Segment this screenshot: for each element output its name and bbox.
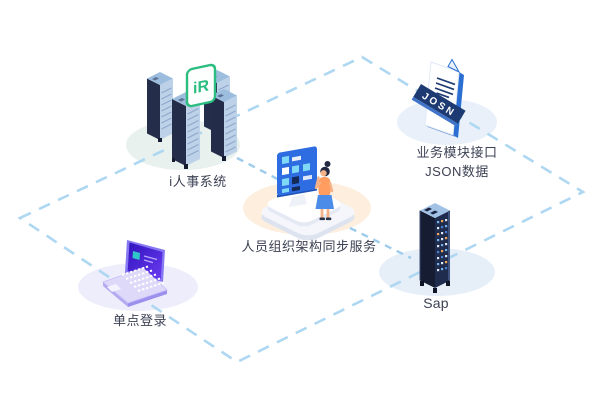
person-figure (314, 161, 334, 221)
page-fold (447, 58, 461, 74)
hr-badge-icon: iR (185, 63, 217, 108)
sync-dashboard-icon (261, 146, 355, 241)
keyboard-keys (121, 265, 165, 292)
json-interface-label-line1: 业务模块接口 (416, 145, 498, 160)
screen-stand (289, 194, 307, 207)
json-interface-label-line2: JSON数据 (425, 164, 489, 179)
server-rack (147, 72, 173, 142)
sso-label: 单点登录 (112, 313, 168, 328)
connection-diamond-line (17, 55, 586, 364)
login-tile (132, 251, 140, 260)
org-chart-screen (277, 146, 317, 198)
server-cluster-icon: iR (147, 63, 237, 169)
sync-service-label: 人员组织架构同步服务 (241, 239, 377, 254)
json-document-icon: JOSN (411, 58, 466, 138)
hr-system-label: i人事系统 (169, 174, 227, 189)
led-lights (437, 219, 448, 272)
sap-server-icon (419, 203, 450, 293)
hr-badge-text: iR (193, 76, 209, 97)
document-text-lines (434, 77, 456, 99)
sync-to-sap-connector-line (349, 226, 412, 260)
json-interface-label: 业务模块接口 JSON数据 (416, 143, 497, 181)
server-rack (211, 89, 237, 161)
hr-to-sync-connector-line (236, 156, 288, 186)
touchpad (107, 284, 121, 292)
laptop-icon (102, 240, 168, 307)
sap-label: Sap (423, 295, 449, 311)
